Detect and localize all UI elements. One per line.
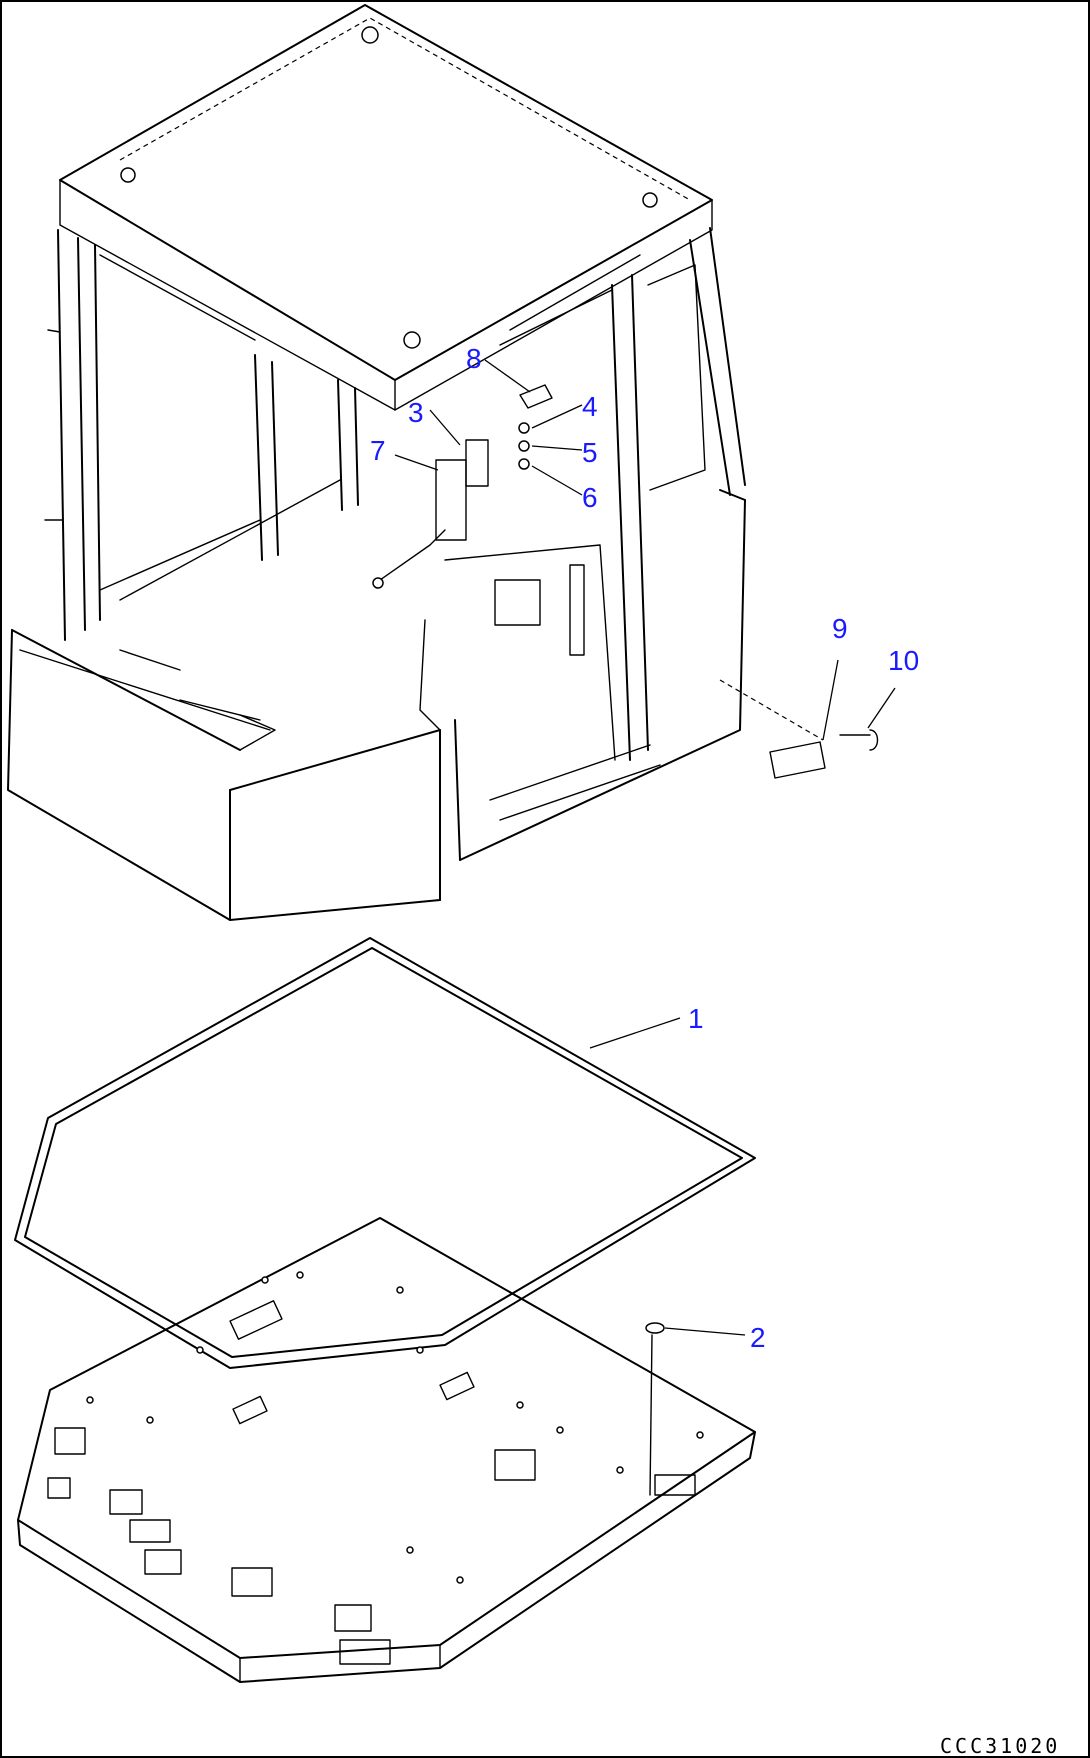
callout-7: 7 (370, 435, 386, 466)
callout-2: 2 (750, 1322, 766, 1353)
callout-8: 8 (466, 343, 482, 374)
callout-10: 10 (888, 645, 919, 676)
leader-lines (394, 359, 896, 1336)
callout-6: 6 (582, 482, 598, 513)
drawing-code: CCC31020 (940, 1734, 1060, 1758)
callout-5: 5 (582, 437, 598, 468)
floor-plate (17, 1217, 756, 1683)
callout-1: 1 (688, 1003, 704, 1034)
operator-cab (7, 4, 879, 921)
floor-seal-gasket (14, 937, 756, 1369)
callout-3: 3 (408, 397, 424, 428)
callout-4: 4 (582, 391, 598, 422)
callout-9: 9 (832, 613, 848, 644)
